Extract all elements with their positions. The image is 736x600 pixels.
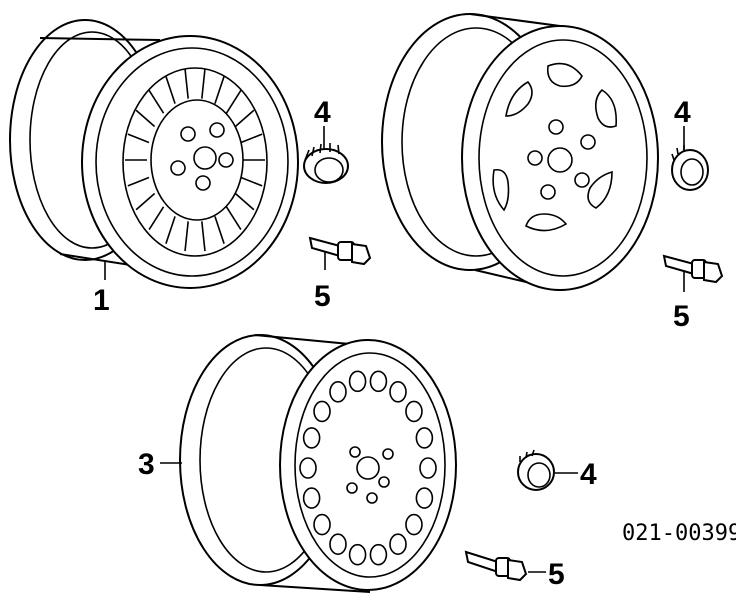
- callout-4-bottom: 4: [580, 458, 597, 491]
- center-cap-top: [303, 126, 349, 184]
- wheel-1-spoke-wheel: [9, 19, 299, 289]
- vent-hole: [302, 427, 321, 449]
- vent-hole: [419, 457, 437, 479]
- spoke: [225, 206, 242, 230]
- vent-hole: [389, 533, 407, 556]
- spoke: [127, 176, 150, 187]
- vent-hole: [302, 487, 321, 509]
- spoke: [135, 109, 156, 128]
- wheel-2-alloy-wheel: [381, 13, 659, 291]
- spoke: [225, 90, 242, 114]
- vent-hole: [415, 427, 434, 449]
- wheel-1-spokes: [125, 68, 265, 252]
- valve-stem-right: [662, 254, 724, 292]
- spoke: [135, 192, 156, 211]
- vent-hole: [313, 400, 331, 423]
- callout-3: 3: [138, 448, 155, 481]
- spoke: [165, 216, 176, 244]
- callout-4-right: 4: [674, 96, 691, 129]
- vent-hole: [313, 513, 331, 536]
- vent-hole: [369, 370, 388, 393]
- spoke: [184, 221, 189, 252]
- callout-5-right: 5: [673, 300, 690, 333]
- wheel-3-alloy-wheel: [160, 334, 457, 593]
- vent-hole: [299, 457, 317, 479]
- spoke: [240, 133, 263, 144]
- wheel-3-vent-holes: [299, 370, 437, 566]
- valve-stem-top: [308, 236, 372, 270]
- vent-hole: [369, 543, 388, 566]
- vent-hole: [329, 533, 347, 556]
- vent-hole: [389, 380, 407, 403]
- vent-hole: [348, 370, 367, 393]
- spoke: [214, 216, 225, 244]
- spoke: [127, 133, 150, 144]
- vent-hole: [329, 380, 347, 403]
- center-cap-bottom: [517, 449, 578, 491]
- vent-hole: [415, 487, 434, 509]
- callout-5-bottom: 5: [548, 558, 565, 591]
- callout-4-top: 4: [314, 96, 331, 129]
- vent-hole: [405, 513, 423, 536]
- spoke: [214, 76, 225, 104]
- spoke: [201, 68, 206, 99]
- vent-hole: [348, 543, 367, 566]
- spoke: [201, 221, 206, 252]
- spoke: [234, 109, 255, 128]
- spoke: [165, 76, 176, 104]
- callout-1: 1: [93, 284, 110, 317]
- callout-5-top: 5: [314, 280, 331, 313]
- diagram-code: 021-00399: [622, 521, 736, 546]
- spoke: [148, 206, 165, 230]
- spoke: [184, 68, 189, 99]
- spoke: [148, 90, 165, 114]
- center-cap-right: [671, 126, 709, 191]
- vent-hole: [405, 400, 423, 423]
- spoke: [240, 176, 263, 187]
- spoke: [234, 192, 255, 211]
- valve-stem-bottom: [464, 550, 546, 582]
